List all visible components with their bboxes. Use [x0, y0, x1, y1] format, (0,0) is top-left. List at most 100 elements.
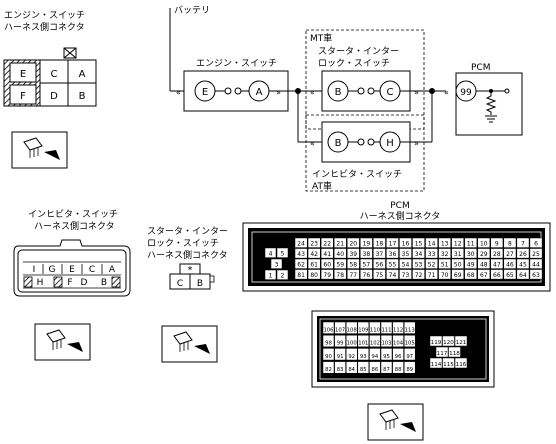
pin-cell: [429, 357, 443, 369]
pin-cell: [345, 361, 358, 374]
resistor-icon: [485, 93, 497, 115]
pin-number: 121: [456, 340, 467, 346]
pin-cell: [369, 361, 381, 374]
pin-number: 36: [389, 251, 397, 258]
pin-cell: [464, 248, 478, 259]
lock-tab-icon-line: [63, 47, 77, 59]
pin-cell: [334, 348, 346, 361]
pin-number: 107: [335, 327, 345, 333]
pin-cell: [529, 237, 543, 248]
pin-cell: [373, 258, 386, 269]
pin-cell: [334, 361, 346, 374]
junction-dot: [429, 88, 435, 94]
switch-contact-icon: [357, 87, 365, 95]
pin-cell: [454, 335, 468, 347]
inhibitor-switch-label: インヒビタ・スイッチ: [312, 169, 402, 180]
pin-number: 20: [349, 240, 357, 247]
pin-cell: [380, 348, 393, 361]
pin-cell: [270, 258, 283, 269]
pin-cell: [403, 321, 416, 334]
pin-number: 22: [323, 240, 331, 247]
pin-cell: [477, 248, 491, 259]
pin-number: 5: [281, 250, 285, 257]
pin-number: 105: [405, 341, 415, 347]
view-direction-icon: [367, 403, 424, 441]
pin-cell: [322, 348, 335, 361]
pin-number: 100: [347, 341, 358, 347]
pin-number: 13: [441, 240, 449, 247]
pin-cell: [369, 348, 381, 361]
pin-number: 25: [532, 251, 540, 258]
pin-number: 11: [467, 240, 475, 247]
pin-cell: [529, 258, 543, 269]
pin-cell: [294, 237, 308, 248]
pin-number: 94: [372, 354, 379, 360]
pin-number: 43: [297, 251, 305, 258]
pin-number: 70: [441, 272, 449, 279]
pin-number: 109: [358, 327, 368, 333]
pin-number: 61: [310, 261, 318, 268]
pin-number: 24: [297, 240, 305, 247]
pin-number: 52: [428, 261, 436, 268]
pin-cell: [294, 248, 308, 259]
pin-cell: [307, 258, 321, 269]
pin-e-label: E: [20, 69, 26, 80]
starter-connector-mark: *: [188, 265, 193, 276]
pin-cell: [516, 269, 530, 280]
pin-number: 63: [532, 272, 540, 279]
pin-cell: [346, 258, 360, 269]
pin-number: 101: [358, 341, 368, 347]
pin-cell: [320, 237, 334, 248]
pin-cell: [386, 237, 399, 248]
pin-number: 118: [449, 351, 460, 357]
connector-mark-icon: «: [176, 88, 181, 97]
pin-cell: [345, 348, 358, 361]
pin-number: 2: [281, 272, 285, 279]
pin-d-label: D: [81, 278, 88, 288]
pin-cell: [399, 258, 412, 269]
pin-number: 73: [402, 272, 410, 279]
starter-switch-label-1: スタータ・インター: [318, 46, 399, 57]
pin-g-label: G: [49, 265, 56, 275]
pin-number: 12: [454, 240, 462, 247]
inhibitor-connector-inner: [17, 249, 127, 293]
pin-cell: [264, 247, 277, 258]
inhibitor-connector-title-1: インヒビタ・スイッチ: [28, 209, 118, 220]
pin-number: 27: [506, 251, 514, 258]
pin-number: 88: [395, 367, 402, 373]
pin-cell: [320, 258, 334, 269]
pin-cell: [357, 321, 370, 334]
pin-cell: [503, 237, 517, 248]
pin-cell: [392, 321, 404, 334]
pin-cell: [403, 334, 416, 348]
pin-number: 34: [415, 251, 423, 258]
pin-cell: [392, 348, 404, 361]
pin-number: 89: [406, 367, 413, 373]
pin-cell: [346, 248, 360, 259]
pin-cell: [334, 321, 346, 334]
pin-number: 37: [376, 251, 384, 258]
pin-number: 72: [415, 272, 423, 279]
pin-cell: [503, 258, 517, 269]
pin-cell: [429, 335, 443, 347]
blank-cavity: [53, 276, 63, 288]
pin-number: 99: [337, 341, 344, 347]
pin-cell: [307, 269, 321, 280]
pin-e: [9, 62, 37, 83]
connector-mark-icon: »: [276, 88, 281, 97]
pin-c-label: C: [89, 265, 95, 275]
pin-number: 53: [415, 261, 423, 268]
pin-cell: [403, 361, 416, 374]
pin-cell: [386, 248, 399, 259]
pin-number: 78: [336, 272, 344, 279]
pin-cell: [425, 269, 438, 280]
pin-cell: [294, 269, 308, 280]
pin-number: 30: [467, 251, 475, 258]
pin-number: 60: [323, 261, 331, 268]
pin-cell: [438, 248, 451, 259]
pin-number: 80: [310, 272, 318, 279]
pin-cell: [442, 357, 455, 369]
pin-number: 17: [389, 240, 397, 247]
inhibitor-connector-diagram: インヒビタ・スイッチ ハーネス側コネクタ I G E C A H F D B: [13, 209, 131, 297]
